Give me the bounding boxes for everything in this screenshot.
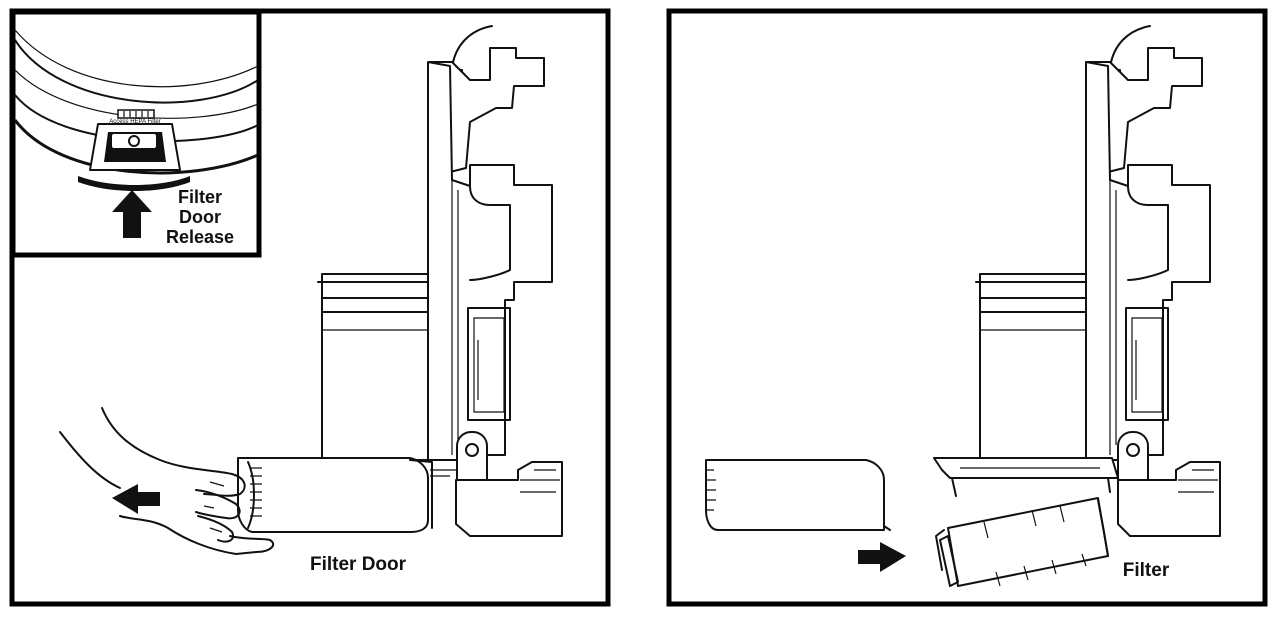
vacuum-body-right (1085, 25, 1221, 537)
arrow-left-icon (112, 484, 160, 514)
release-label-line2: Door (179, 207, 221, 227)
filter-label: Filter (1123, 560, 1170, 581)
right-panel: Filter (666, 8, 1268, 607)
arrow-right-icon (858, 542, 906, 572)
arrow-up-icon (112, 190, 152, 238)
filter-cartridge (935, 497, 1109, 587)
filter-housing-open (933, 457, 1119, 497)
left-panel: Filter Door Access HEPA Filter (9, 8, 611, 607)
filter-door-label: Filter Door (310, 554, 407, 575)
access-hepa-filter-text: Access HEPA Filter (109, 119, 161, 125)
filter-door-removed (705, 459, 891, 531)
filter-door-left (237, 457, 456, 533)
vacuum-body-left (427, 25, 563, 537)
dust-canister-right (975, 273, 1087, 461)
release-label-line3: Release (166, 227, 234, 247)
release-label-line1: Filter (178, 187, 222, 207)
inset-detail: Access HEPA Filter Filter Door Release (10, 9, 262, 258)
hand-icon (59, 407, 275, 555)
dust-canister-left (317, 273, 429, 461)
